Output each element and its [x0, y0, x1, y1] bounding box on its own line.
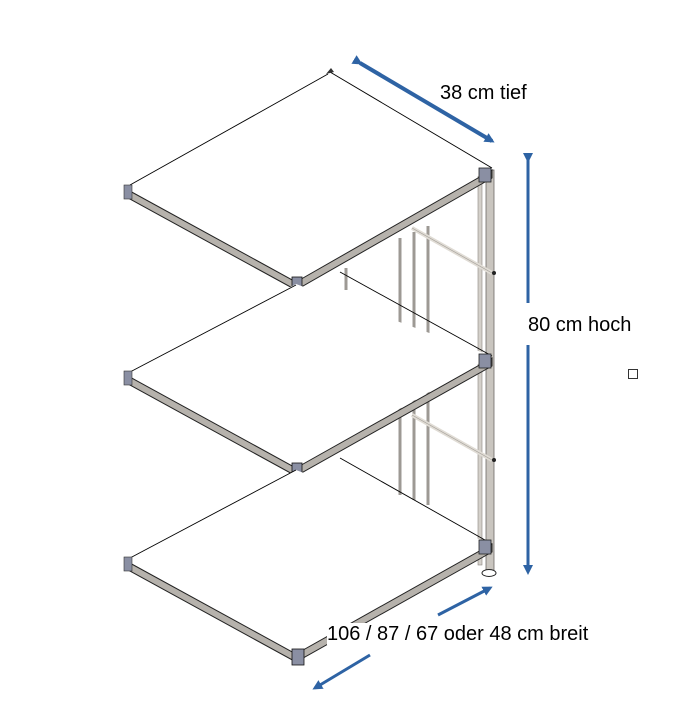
shelf-middle — [123, 271, 493, 480]
width-label: 106 / 87 / 67 oder 48 cm breit — [327, 623, 589, 645]
depth-arrow — [351, 55, 495, 143]
selection-handle[interactable] — [628, 369, 638, 379]
depth-label: 38 cm tief — [440, 82, 527, 104]
width-arrow — [312, 586, 493, 690]
height-label: 80 cm hoch — [528, 314, 632, 336]
shelf-top — [123, 68, 493, 294]
